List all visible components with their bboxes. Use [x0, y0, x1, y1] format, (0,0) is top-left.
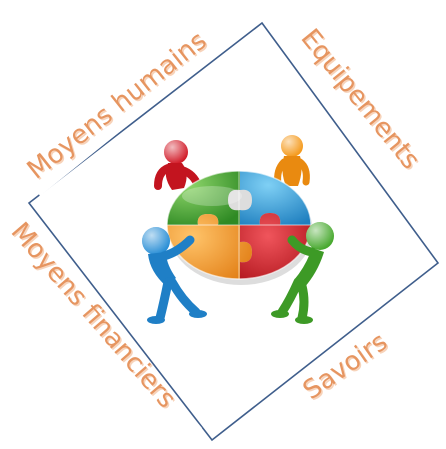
diamond-frame — [27, 21, 440, 442]
label-backgrounds — [8, 4, 436, 440]
figure-orange — [274, 135, 310, 188]
label-moyens-humains: Moyens humains — [22, 26, 213, 186]
teamwork-puzzle-icon — [142, 135, 334, 324]
figure-green — [271, 222, 334, 324]
figure-red — [154, 140, 202, 190]
figure-blue — [142, 227, 207, 324]
label-savoirs: Savoirs — [298, 327, 393, 406]
label-equipements: Equipements — [295, 24, 426, 176]
